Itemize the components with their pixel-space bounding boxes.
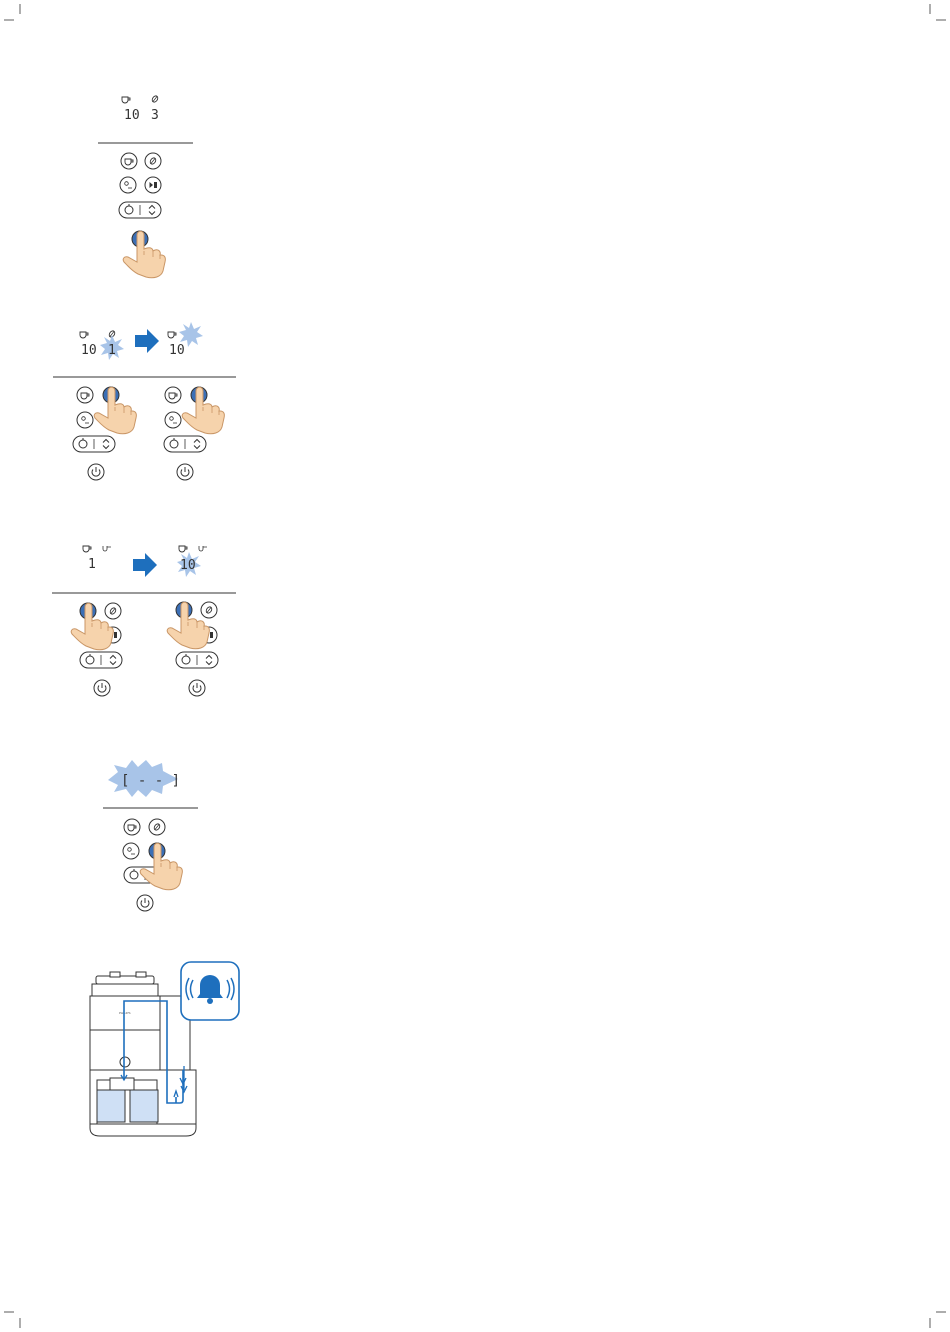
carafe-left: [97, 1090, 125, 1122]
display-right: 1: [108, 343, 116, 358]
dial: [120, 1057, 130, 1067]
cups-button[interactable]: [121, 153, 137, 169]
step-5-machine: PHILIPS: [90, 972, 196, 1136]
display-text: [ - - ]: [121, 773, 180, 789]
status-icons: [122, 95, 159, 103]
step-2-panel: 10 1 10: [53, 322, 236, 480]
strength-button[interactable]: [145, 153, 161, 169]
timer-button[interactable]: [119, 202, 161, 218]
grind-button[interactable]: [120, 177, 136, 193]
arrow-icon: [135, 329, 159, 353]
hand-icon: [182, 387, 224, 434]
step-3-panel: 1 10: [52, 546, 236, 696]
step-1-panel: 10 3: [98, 95, 193, 278]
display-left: 10: [124, 108, 140, 123]
display-left: 1: [88, 557, 96, 572]
hand-icon: [94, 387, 136, 434]
bell-icon: [181, 962, 239, 1020]
display-left: 10: [169, 343, 185, 358]
display-right: 3: [151, 108, 159, 123]
hand-icon: [123, 231, 165, 278]
display-left: 10: [180, 558, 196, 573]
arrow-icon: [133, 553, 157, 577]
carafe-right: [130, 1090, 158, 1122]
step-4-panel: [ - - ]: [103, 760, 198, 911]
display-left: 10: [81, 343, 97, 358]
bean-hopper: [92, 984, 158, 996]
start-stop-button[interactable]: [145, 177, 161, 193]
